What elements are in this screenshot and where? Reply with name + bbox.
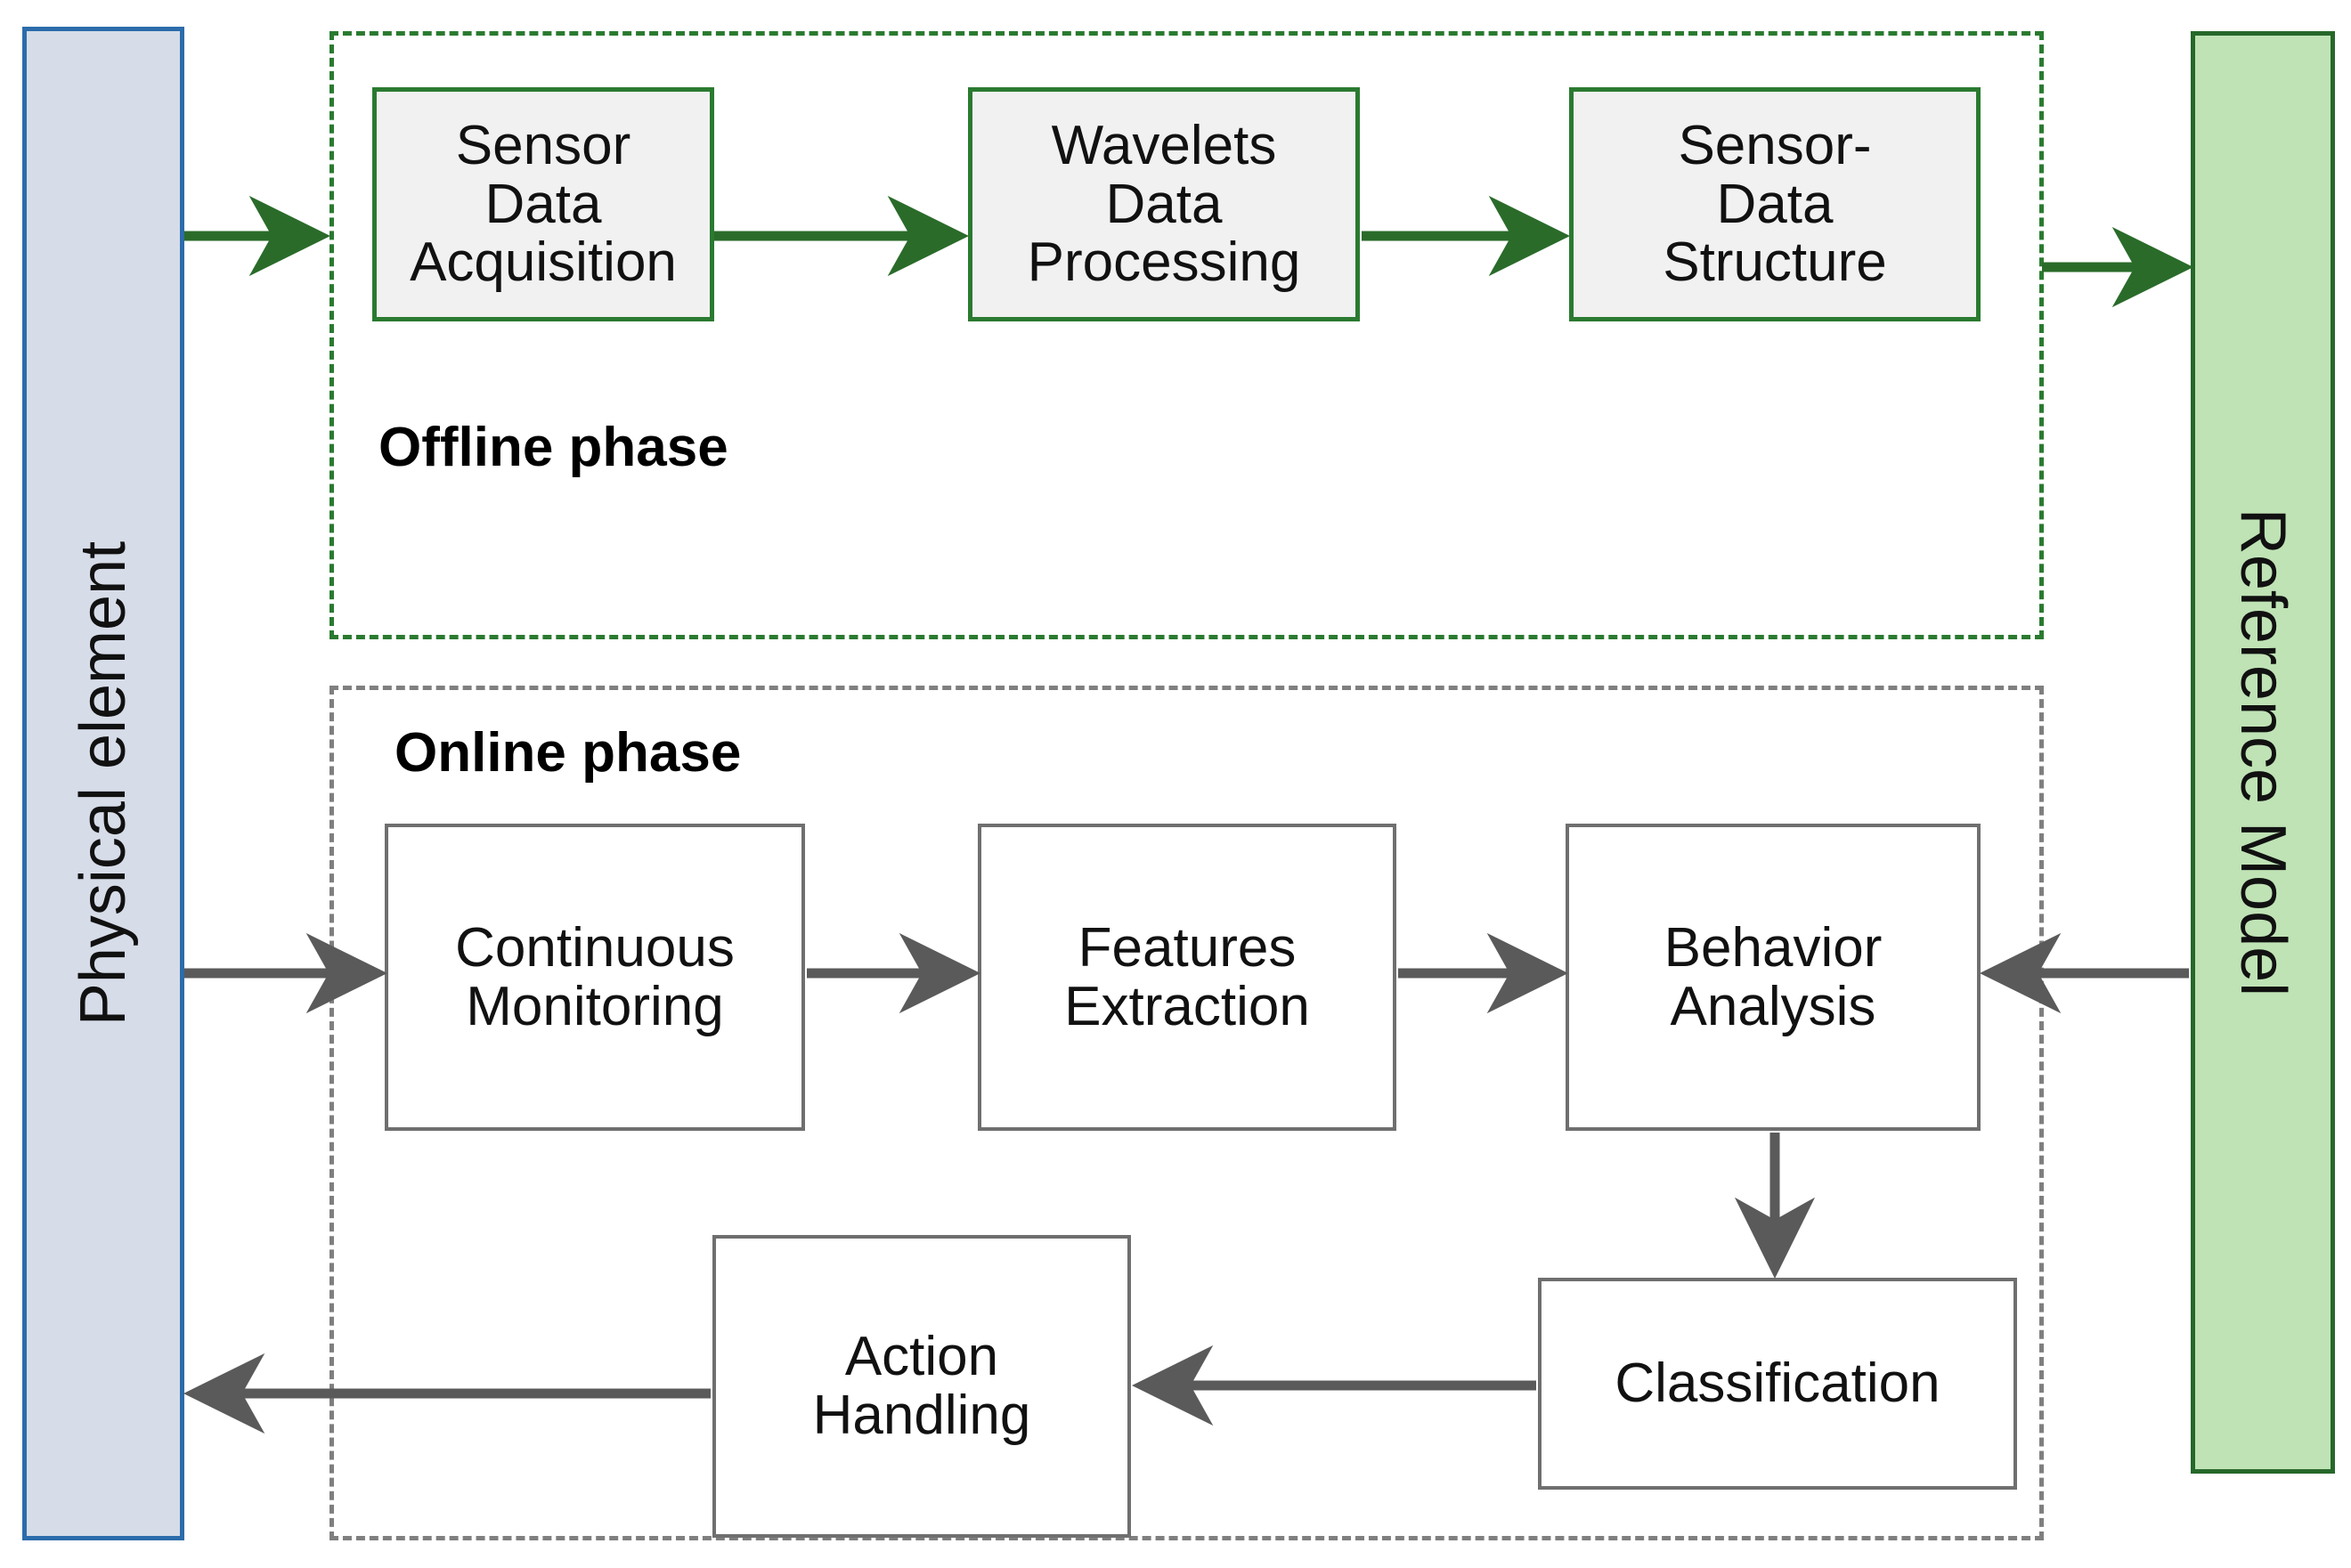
physical-element-panel: Physical element: [22, 27, 184, 1540]
online-phase-container: [329, 686, 2044, 1540]
online-phase-label: Online phase: [395, 722, 742, 784]
node-action-handling-label: Action Handling: [812, 1326, 1031, 1446]
node-behavior-analysis-label: Behavior Analysis: [1664, 916, 1883, 1037]
node-wavelets-data-processing: Wavelets Data Processing: [968, 87, 1360, 321]
offline-phase-container: [329, 31, 2044, 639]
node-behavior-analysis: Behavior Analysis: [1566, 824, 1981, 1131]
node-classification-label: Classification: [1615, 1353, 1940, 1415]
node-features-extraction-label: Features Extraction: [1064, 916, 1310, 1037]
node-continuous-monitoring: Continuous Monitoring: [385, 824, 805, 1131]
node-sensor-data-structure-label: Sensor- Data Structure: [1663, 114, 1887, 294]
node-sensor-data-acquisition-label: Sensor Data Acquisition: [410, 114, 677, 294]
node-action-handling: Action Handling: [712, 1235, 1131, 1538]
reference-model-label: Reference Model: [2227, 508, 2299, 997]
offline-phase-label: Offline phase: [378, 417, 728, 478]
physical-element-label: Physical element: [68, 540, 140, 1027]
node-features-extraction: Features Extraction: [978, 824, 1396, 1131]
node-sensor-data-structure: Sensor- Data Structure: [1569, 87, 1981, 321]
node-classification: Classification: [1538, 1278, 2017, 1490]
node-sensor-data-acquisition: Sensor Data Acquisition: [372, 87, 714, 321]
node-wavelets-data-processing-label: Wavelets Data Processing: [1027, 114, 1301, 294]
node-continuous-monitoring-label: Continuous Monitoring: [455, 916, 735, 1037]
reference-model-panel: Reference Model: [2191, 31, 2335, 1474]
